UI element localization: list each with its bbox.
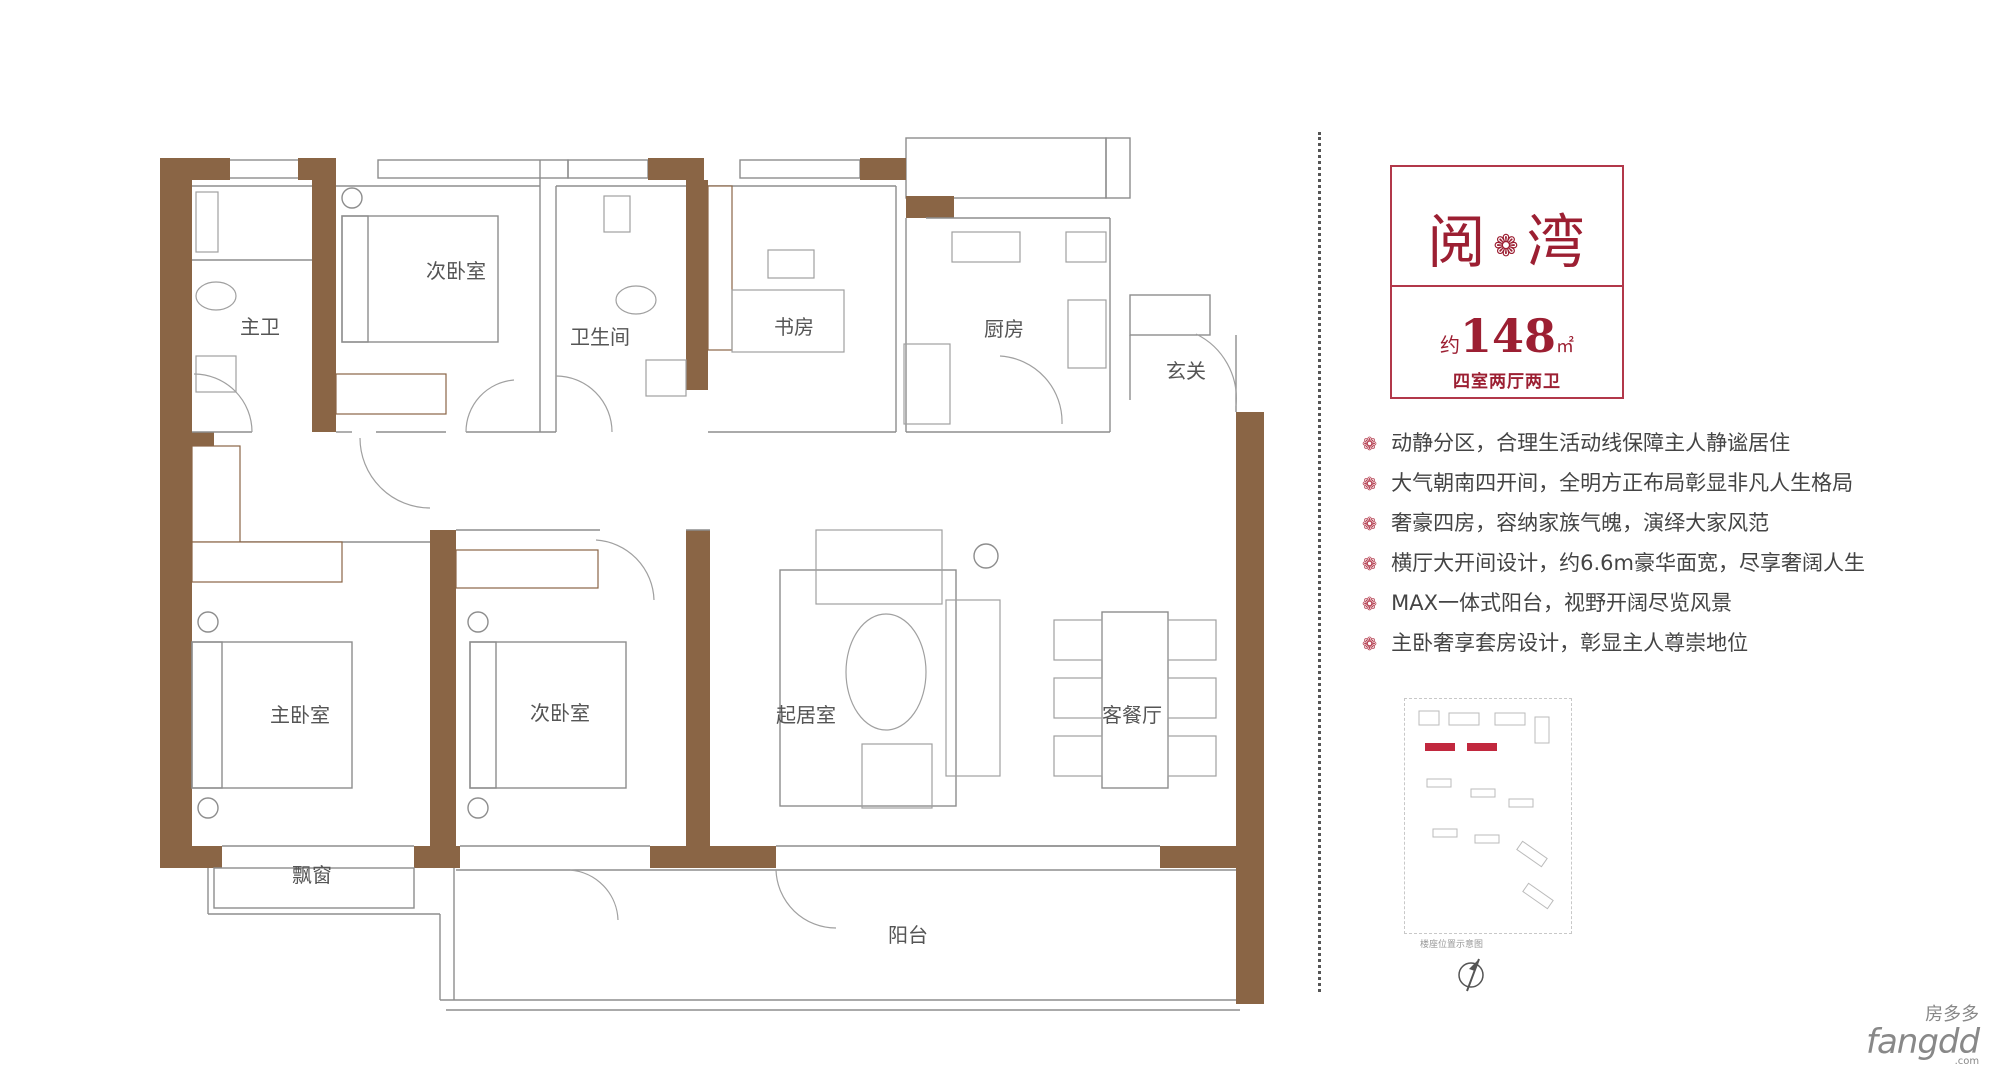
wardrobes bbox=[191, 185, 733, 589]
watermark-cn: 房多多 bbox=[1925, 1004, 1980, 1025]
layout-type: 四室两厅两卫 bbox=[1453, 372, 1561, 392]
balcony-outline bbox=[207, 867, 1240, 1011]
project-name-part1: 阅 bbox=[1427, 208, 1488, 276]
flower-bullet-icon: ❁ bbox=[1362, 474, 1378, 495]
watermark-domain: .com bbox=[1954, 1056, 1980, 1067]
beds bbox=[191, 215, 627, 789]
watermark-logo: fangdd bbox=[1866, 1022, 1980, 1062]
feature-text: 大气朝南四开间，全明方正布局彰显非凡人生格局 bbox=[1391, 471, 1854, 495]
project-name: 阅❁湾 bbox=[1392, 195, 1622, 279]
room-label-master-bath: 主卫 bbox=[240, 315, 280, 339]
feature-item: ❁ 大气朝南四开间，全明方正布局彰显非凡人生格局 bbox=[1362, 468, 1865, 508]
room-label-second-bedroom-2: 次卧室 bbox=[530, 701, 590, 725]
flower-bullet-icon: ❁ bbox=[1362, 594, 1378, 615]
site-map-drawing bbox=[1418, 710, 1554, 910]
room-label-kitchen: 厨房 bbox=[984, 317, 1024, 341]
area-prefix: 约 bbox=[1439, 333, 1460, 357]
area-value: 148 bbox=[1459, 309, 1557, 363]
floor-plan: 主卫 次卧室 卫生间 书房 厨房 玄关 主卧室 次卧室 起居室 客餐厅 飘窗 阳… bbox=[160, 137, 1264, 1011]
area-unit: ㎡ bbox=[1556, 336, 1575, 357]
room-label-study: 书房 bbox=[774, 315, 814, 339]
feature-item: ❁ 奢豪四房，容纳家族气魄，演绎大家风范 bbox=[1362, 508, 1865, 548]
feature-item: ❁ 主卧奢享套房设计，彰显主人尊崇地位 bbox=[1362, 628, 1865, 668]
dining-table bbox=[1053, 611, 1217, 789]
feature-item: ❁ MAX一体式阳台，视野开阔尽览风景 bbox=[1362, 588, 1865, 628]
feature-text: 动静分区，合理生活动线保障主人静谧居住 bbox=[1391, 431, 1791, 455]
kitchen-counter bbox=[903, 231, 1107, 425]
study-desk bbox=[731, 249, 845, 353]
door-arcs bbox=[193, 333, 1237, 929]
interior-lines bbox=[192, 160, 1237, 847]
flower-bullet-icon: ❁ bbox=[1362, 634, 1378, 655]
lamp-icons bbox=[197, 187, 999, 819]
room-label-entrance: 玄关 bbox=[1166, 359, 1206, 383]
flower-bullet-icon: ❁ bbox=[1362, 514, 1378, 535]
room-label-second-bedroom-1: 次卧室 bbox=[426, 259, 486, 283]
room-label-balcony: 阳台 bbox=[888, 923, 928, 947]
walls bbox=[160, 158, 1264, 1004]
room-label-bay-window: 飘窗 bbox=[292, 863, 332, 887]
feature-text: 主卧奢享套房设计，彰显主人尊崇地位 bbox=[1391, 631, 1749, 655]
flower-icon: ❁ bbox=[1493, 229, 1521, 265]
feature-list: ❁ 动静分区，合理生活动线保障主人静谧居住 ❁ 大气朝南四开间，全明方正布局彰显非凡… bbox=[1362, 428, 1865, 668]
feature-item: ❁ 横厅大开间设计，约6.6m豪华面宽，尽享奢阔人生 bbox=[1362, 548, 1865, 588]
feature-text: MAX一体式阳台，视野开阔尽览风景 bbox=[1391, 591, 1732, 615]
living-furniture bbox=[779, 529, 1001, 809]
feature-text: 横厅大开间设计，约6.6m豪华面宽，尽享奢阔人生 bbox=[1391, 551, 1865, 575]
area-line: 约148㎡ bbox=[1392, 309, 1622, 363]
project-name-part2: 湾 bbox=[1526, 208, 1587, 276]
dotted-divider bbox=[1318, 132, 1321, 992]
room-label-living-room: 起居室 bbox=[776, 703, 836, 727]
project-title-box: 阅❁湾 约148㎡ 四室两厅两卫 bbox=[1390, 165, 1624, 399]
bath-fixtures bbox=[195, 191, 687, 397]
compass-icon bbox=[1458, 958, 1484, 992]
flower-bullet-icon: ❁ bbox=[1362, 434, 1378, 455]
room-label-dining-room: 客餐厅 bbox=[1102, 703, 1162, 727]
watermark: 房多多 fangdd .com bbox=[1866, 1000, 1980, 1067]
feature-text: 奢豪四房，容纳家族气魄，演绎大家风范 bbox=[1391, 511, 1770, 535]
site-map-caption: 楼座位置示意图 bbox=[1420, 940, 1484, 950]
title-separator bbox=[1392, 285, 1622, 287]
room-label-bathroom: 卫生间 bbox=[570, 325, 630, 349]
room-label-master-bedroom: 主卧室 bbox=[270, 703, 330, 727]
feature-item: ❁ 动静分区，合理生活动线保障主人静谧居住 bbox=[1362, 428, 1865, 468]
site-location-map bbox=[1404, 698, 1572, 934]
flower-bullet-icon: ❁ bbox=[1362, 554, 1378, 575]
